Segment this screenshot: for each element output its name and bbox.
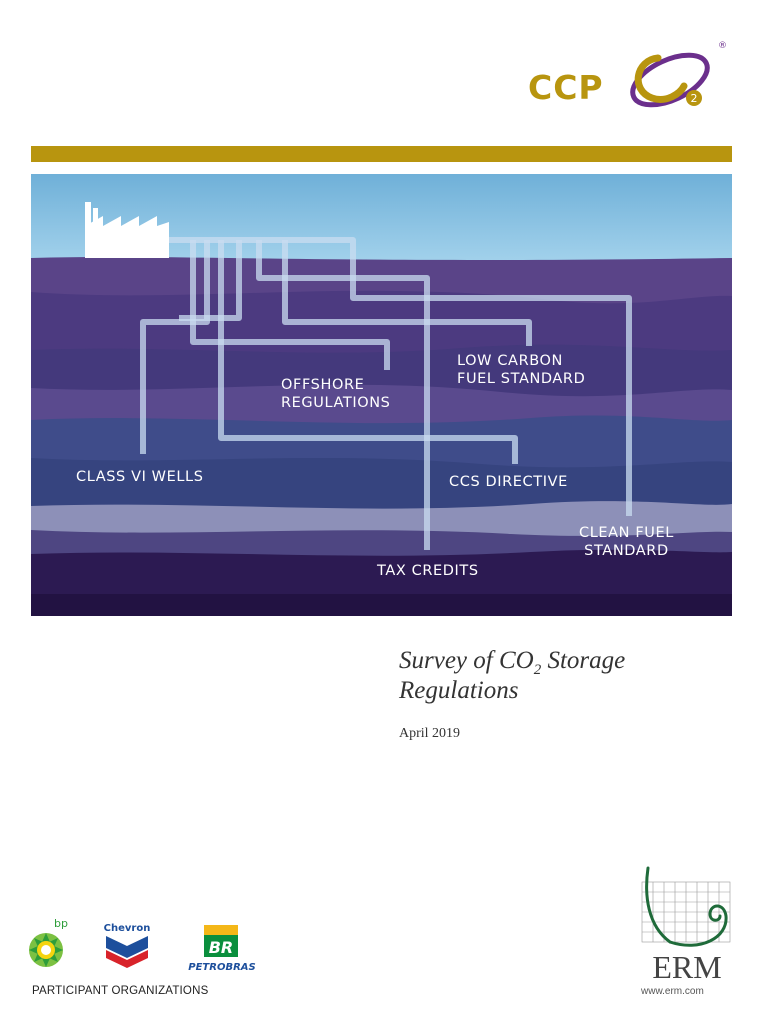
- low-carbon-fuel-standard-label: LOW CARBON FUEL STANDARD: [457, 352, 585, 388]
- bp-logo-icon: bp: [29, 917, 68, 967]
- erm-logo-text: ERM: [652, 949, 721, 984]
- co2-ring-logo-icon: 2 ®: [630, 41, 727, 108]
- class-vi-wells-label: CLASS VI WELLS: [76, 469, 204, 485]
- participant-organizations-label: PARTICIPANT ORGANIZATIONS: [32, 985, 209, 997]
- lcfs-label-line2: FUEL STANDARD: [457, 371, 586, 387]
- bp-logo-text: bp: [54, 917, 68, 930]
- document-title: Survey of CO2 Storage Regulations: [399, 646, 739, 706]
- document-date: April 2019: [399, 726, 461, 741]
- petrobras-logo-icon: BR PETROBRAS: [188, 925, 256, 973]
- clean-fuel-label-line2: STANDARD: [584, 543, 669, 559]
- petrobras-logo-text: PETROBRAS: [188, 962, 255, 973]
- offshore-label-line1: OFFSHORE: [281, 377, 365, 393]
- pipeline-strata-graphic: [31, 174, 732, 616]
- title-subscript: 2: [533, 662, 542, 678]
- offshore-regulations-label: OFFSHORE REGULATIONS: [281, 376, 391, 412]
- offshore-label-line2: REGULATIONS: [281, 395, 391, 411]
- erm-url[interactable]: www.erm.com: [641, 986, 704, 997]
- ccs-directive-label: CCS DIRECTIVE: [449, 474, 568, 490]
- title-line-2: Regulations: [399, 677, 519, 704]
- ccp-logo: CCP 2 ®: [524, 38, 734, 118]
- title-part-1: Survey of CO: [399, 647, 534, 674]
- clean-fuel-standard-label: CLEAN FUEL STANDARD: [579, 524, 674, 560]
- cover-illustration: OFFSHORE REGULATIONS LOW CARBON FUEL STA…: [31, 174, 732, 616]
- erm-logo-icon: ERM: [641, 866, 731, 984]
- clean-fuel-label-line1: CLEAN FUEL: [579, 525, 674, 541]
- lcfs-label-line1: LOW CARBON: [457, 353, 563, 369]
- petrobras-mark-text: BR: [209, 938, 234, 957]
- title-part-2: Storage: [541, 647, 626, 674]
- gold-divider-band: [31, 146, 732, 162]
- logo-subscript: 2: [691, 92, 698, 105]
- chevron-logo-text: Chevron: [104, 923, 151, 934]
- tax-credits-label: TAX CREDITS: [377, 563, 479, 579]
- registered-mark: ®: [718, 41, 727, 51]
- chevron-logo-icon: Chevron: [104, 923, 151, 968]
- ccp-logo-text: CCP: [528, 68, 604, 107]
